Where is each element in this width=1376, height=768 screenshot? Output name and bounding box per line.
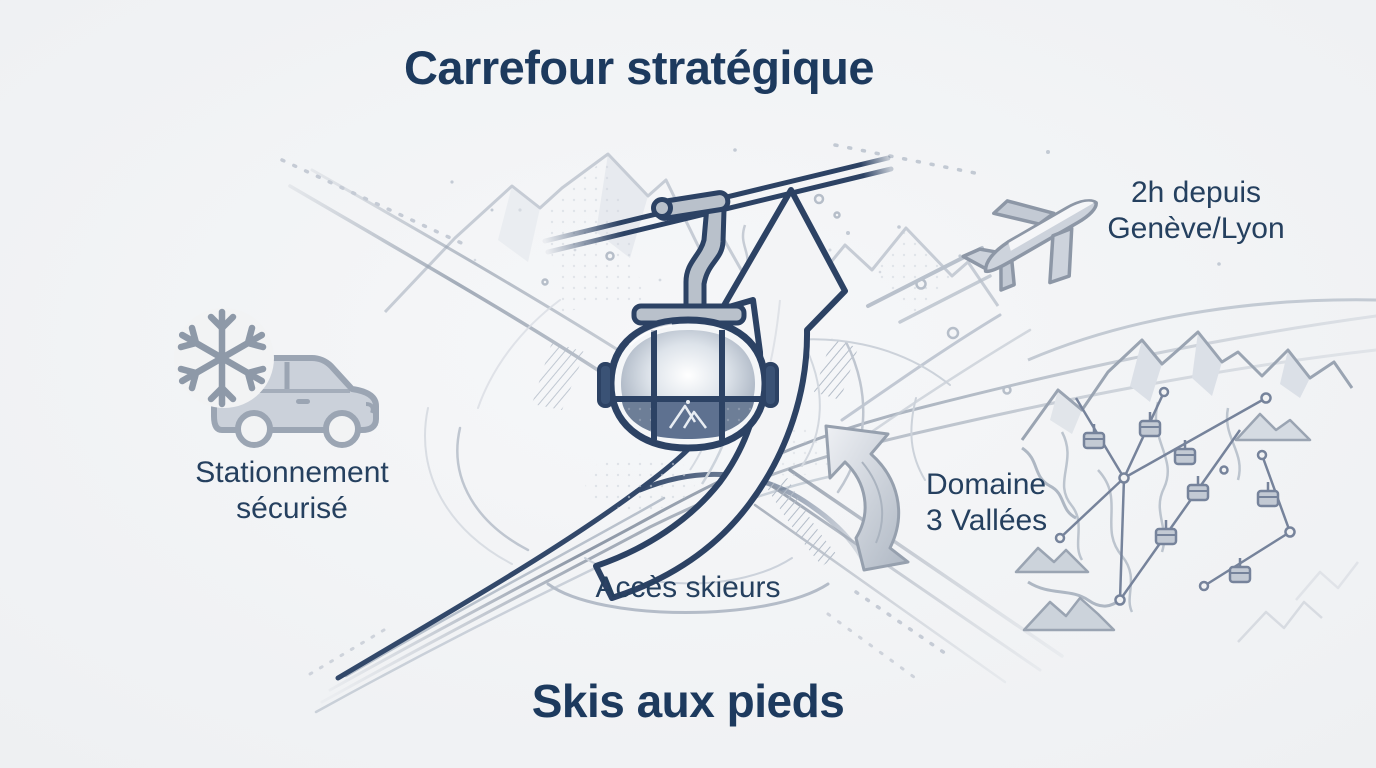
footer-title: Skis aux pieds bbox=[531, 675, 845, 727]
domain-label-line1: Domaine bbox=[926, 468, 1047, 501]
snow-dots bbox=[473, 208, 882, 302]
airplane-icon bbox=[866, 199, 1098, 324]
ski-area-map bbox=[1014, 298, 1376, 643]
curved-arrow-icon bbox=[824, 424, 910, 572]
domain-label-line2: 3 Vallées bbox=[926, 504, 1048, 537]
parking-label-line2: sécurisé bbox=[236, 492, 348, 525]
callout-airport: 2h depuis Genève/Lyon bbox=[1056, 175, 1336, 247]
callout-parking: Stationnement sécurisé bbox=[152, 455, 432, 527]
snowflake-icon bbox=[177, 308, 268, 404]
callout-domain: Domaine 3 Vallées bbox=[926, 467, 1166, 539]
airport-label-line2: Genève/Lyon bbox=[1107, 212, 1285, 245]
page-title: Carrefour stratégique bbox=[403, 41, 875, 94]
gondola-cable-car-icon bbox=[597, 190, 779, 452]
snowflake-car-icon bbox=[174, 308, 379, 448]
parking-label-line1: Stationnement bbox=[195, 456, 389, 489]
airport-label-line1: 2h depuis bbox=[1130, 176, 1262, 209]
scattered-dots bbox=[450, 148, 1221, 395]
callout-ski-access: Accès skieurs bbox=[595, 571, 781, 604]
gondola-logo bbox=[668, 400, 707, 429]
